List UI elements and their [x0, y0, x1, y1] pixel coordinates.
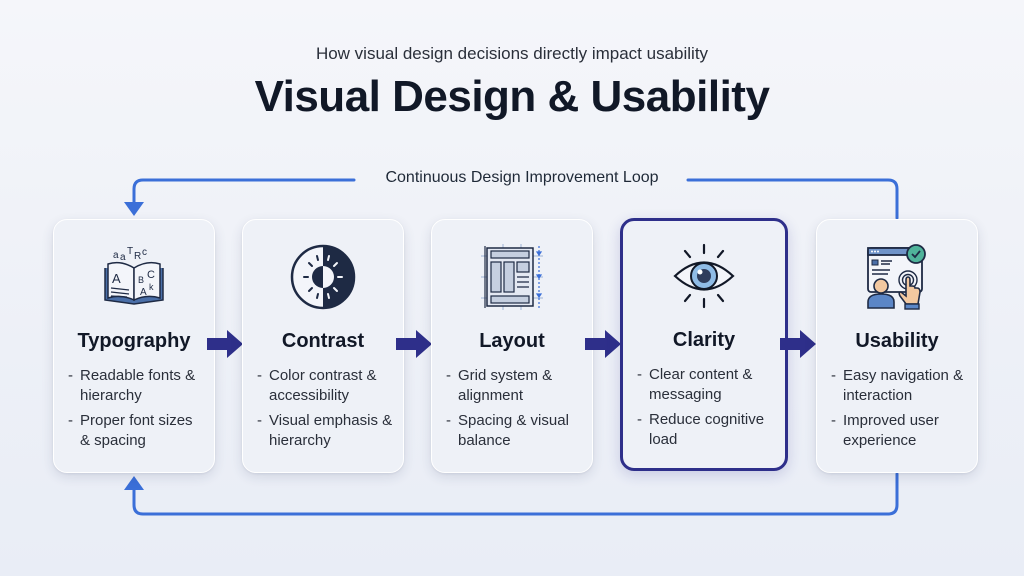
svg-text:T: T — [127, 246, 133, 257]
svg-text:c: c — [142, 247, 147, 258]
step-card-typography: a a T R c A B C A k Typography Readable … — [53, 219, 215, 473]
step-point: Proper font sizes & spacing — [68, 411, 206, 451]
step-card-contrast: Contrast Color contrast & accessibility … — [242, 219, 404, 473]
step-point: Spacing & visual balance — [446, 411, 584, 451]
loop-label: Continuous Design Improvement Loop — [385, 169, 659, 186]
step-point: Reduce cognitive load — [637, 410, 777, 450]
svg-text:C: C — [147, 269, 155, 281]
svg-text:A: A — [112, 271, 121, 286]
grid-layout-icon — [481, 244, 543, 310]
svg-text:k: k — [149, 282, 154, 292]
step-points: Grid system & alignment Spacing & visual… — [446, 366, 584, 456]
flow-arrow-right-icon — [585, 330, 621, 358]
step-points: Color contrast & accessibility Visual em… — [257, 366, 395, 456]
half-contrast-sun-icon — [290, 244, 356, 310]
loop-arrowhead-up — [124, 476, 144, 490]
svg-text:R: R — [134, 251, 141, 262]
loop-arrowhead-down — [124, 202, 144, 216]
step-title: Layout — [479, 330, 545, 352]
flow-arrow-right-icon — [780, 330, 816, 358]
step-point: Readable fonts & hierarchy — [68, 366, 206, 406]
step-point: Grid system & alignment — [446, 366, 584, 406]
step-title: Clarity — [672, 329, 736, 351]
step-point: Visual emphasis & hierarchy — [257, 411, 395, 451]
user-touch-screen-icon — [867, 244, 926, 310]
step-point: Color contrast & accessibility — [257, 366, 395, 406]
page-subtitle: How visual design decisions directly imp… — [315, 44, 709, 63]
page-title: Visual Design & Usability — [254, 72, 770, 121]
step-points: Easy navigation & interaction Improved u… — [831, 366, 969, 456]
svg-text:a: a — [120, 252, 126, 263]
step-points: Readable fonts & hierarchy Proper font s… — [68, 366, 206, 456]
flow-arrow-right-icon — [207, 330, 243, 358]
step-card-layout: Layout Grid system & alignment Spacing &… — [431, 219, 593, 473]
step-title: Contrast — [281, 330, 365, 352]
step-title: Typography — [77, 330, 191, 352]
step-title: Usability — [855, 330, 939, 352]
step-point: Improved user experience — [831, 411, 969, 451]
step-card-usability: Usability Easy navigation & interaction … — [816, 219, 978, 473]
step-points: Clear content & messaging Reduce cogniti… — [637, 365, 777, 455]
step-point: Clear content & messaging — [637, 365, 777, 405]
step-card-clarity: Clarity Clear content & messaging Reduce… — [620, 218, 788, 471]
svg-text:A: A — [140, 287, 147, 298]
eye-icon — [673, 243, 735, 309]
open-book-letters-icon: a a T R c A B C A k — [104, 246, 164, 305]
flow-arrow-right-icon — [396, 330, 432, 358]
svg-text:B: B — [138, 275, 144, 285]
svg-text:a: a — [113, 250, 119, 261]
step-point: Easy navigation & interaction — [831, 366, 969, 406]
